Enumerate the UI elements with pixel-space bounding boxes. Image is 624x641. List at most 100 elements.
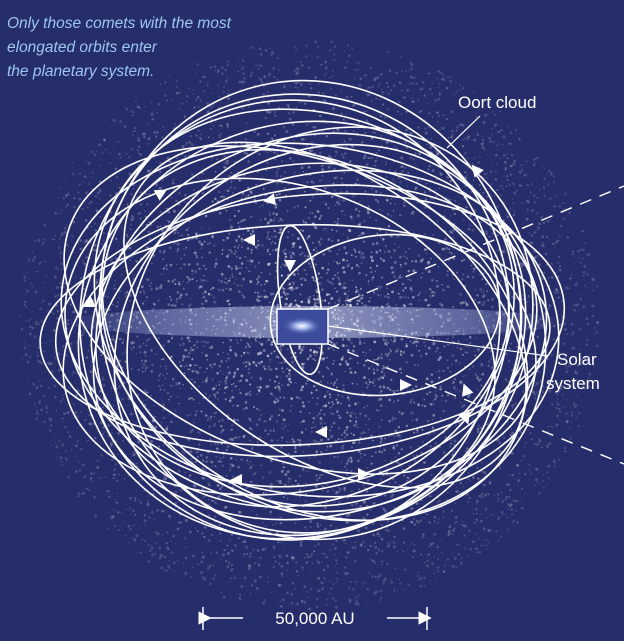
cloud-particle bbox=[497, 249, 499, 251]
cloud-particle bbox=[175, 542, 177, 545]
cloud-particle bbox=[162, 444, 165, 447]
cloud-particle bbox=[103, 232, 105, 234]
cloud-particle bbox=[223, 155, 226, 158]
cloud-particle bbox=[375, 590, 378, 593]
cloud-particle bbox=[341, 286, 344, 290]
cloud-particle bbox=[375, 219, 377, 222]
cloud-particle bbox=[85, 160, 88, 163]
cloud-particle bbox=[376, 243, 379, 245]
cloud-particle bbox=[464, 375, 466, 377]
cloud-particle bbox=[536, 443, 539, 446]
cloud-particle bbox=[387, 250, 391, 253]
cloud-particle bbox=[275, 277, 277, 279]
cloud-particle bbox=[471, 184, 474, 187]
cloud-particle bbox=[218, 487, 222, 491]
cloud-particle bbox=[387, 352, 390, 355]
cloud-particle bbox=[232, 475, 235, 478]
cloud-particle bbox=[233, 214, 236, 218]
cloud-particle bbox=[47, 309, 49, 312]
cloud-particle bbox=[314, 246, 317, 250]
cloud-particle bbox=[207, 417, 209, 420]
cloud-particle bbox=[406, 88, 410, 92]
cloud-particle bbox=[394, 456, 397, 458]
cloud-particle bbox=[222, 195, 226, 199]
cloud-particle bbox=[490, 194, 493, 197]
cloud-particle bbox=[343, 270, 346, 274]
cloud-particle bbox=[252, 548, 255, 551]
cloud-particle bbox=[310, 552, 314, 556]
cloud-particle bbox=[546, 444, 549, 446]
cloud-particle bbox=[207, 514, 211, 517]
cloud-particle bbox=[497, 516, 501, 520]
cloud-particle bbox=[494, 178, 498, 181]
cloud-particle bbox=[129, 528, 132, 531]
cloud-particle bbox=[86, 439, 89, 442]
cloud-particle bbox=[323, 74, 326, 77]
cloud-particle bbox=[280, 564, 284, 568]
cloud-particle bbox=[60, 209, 63, 212]
cloud-particle bbox=[268, 156, 271, 158]
cloud-particle bbox=[227, 92, 230, 96]
cloud-particle bbox=[364, 526, 368, 530]
cloud-particle bbox=[550, 171, 554, 175]
cloud-particle bbox=[342, 285, 345, 288]
cloud-particle bbox=[217, 353, 220, 356]
cloud-particle bbox=[345, 95, 349, 99]
cloud-particle bbox=[325, 227, 327, 230]
cloud-particle bbox=[281, 367, 284, 370]
cloud-particle bbox=[466, 138, 469, 141]
cloud-particle bbox=[349, 137, 352, 141]
cloud-particle bbox=[174, 490, 178, 494]
cloud-particle bbox=[355, 416, 358, 419]
cloud-particle bbox=[329, 48, 332, 52]
cloud-particle bbox=[493, 343, 496, 346]
cloud-particle bbox=[198, 385, 200, 388]
cloud-particle bbox=[286, 103, 290, 107]
cloud-particle bbox=[114, 287, 117, 290]
cloud-particle bbox=[71, 234, 73, 237]
cloud-particle bbox=[243, 218, 246, 221]
cloud-particle bbox=[170, 337, 174, 340]
cloud-particle bbox=[386, 562, 389, 565]
cloud-particle bbox=[377, 85, 380, 88]
cloud-particle bbox=[346, 396, 350, 399]
cloud-particle bbox=[452, 236, 455, 239]
cloud-particle bbox=[247, 186, 250, 190]
cloud-particle bbox=[333, 260, 335, 263]
cloud-particle bbox=[162, 403, 166, 407]
cloud-particle bbox=[247, 371, 251, 375]
cloud-particle bbox=[435, 581, 437, 583]
cloud-particle bbox=[134, 496, 137, 499]
cloud-particle bbox=[255, 277, 259, 281]
cloud-particle bbox=[220, 592, 223, 594]
cloud-particle bbox=[213, 515, 217, 518]
cloud-particle bbox=[364, 190, 367, 193]
cloud-particle bbox=[68, 435, 72, 438]
cloud-particle bbox=[317, 272, 321, 275]
cloud-particle bbox=[165, 367, 167, 370]
cloud-particle bbox=[145, 278, 149, 282]
cloud-particle bbox=[498, 465, 501, 468]
cloud-particle bbox=[207, 341, 210, 344]
cloud-particle bbox=[331, 283, 334, 285]
cloud-particle bbox=[304, 206, 307, 209]
cloud-particle bbox=[247, 463, 250, 465]
cloud-particle bbox=[288, 282, 292, 285]
cloud-particle bbox=[307, 165, 311, 169]
cloud-particle bbox=[421, 272, 424, 274]
cloud-particle bbox=[81, 463, 85, 467]
cloud-particle bbox=[497, 518, 499, 521]
cloud-particle bbox=[308, 470, 311, 472]
cloud-particle bbox=[294, 479, 297, 482]
cloud-particle bbox=[235, 66, 237, 68]
cloud-particle bbox=[384, 528, 388, 532]
cloud-particle bbox=[358, 265, 360, 268]
cloud-particle bbox=[363, 500, 366, 503]
cloud-particle bbox=[277, 583, 281, 587]
cloud-particle bbox=[317, 211, 320, 213]
cloud-particle bbox=[378, 285, 380, 288]
cloud-particle bbox=[369, 297, 371, 299]
cloud-particle bbox=[375, 97, 378, 100]
cloud-particle bbox=[329, 76, 331, 79]
cloud-particle bbox=[262, 548, 265, 551]
